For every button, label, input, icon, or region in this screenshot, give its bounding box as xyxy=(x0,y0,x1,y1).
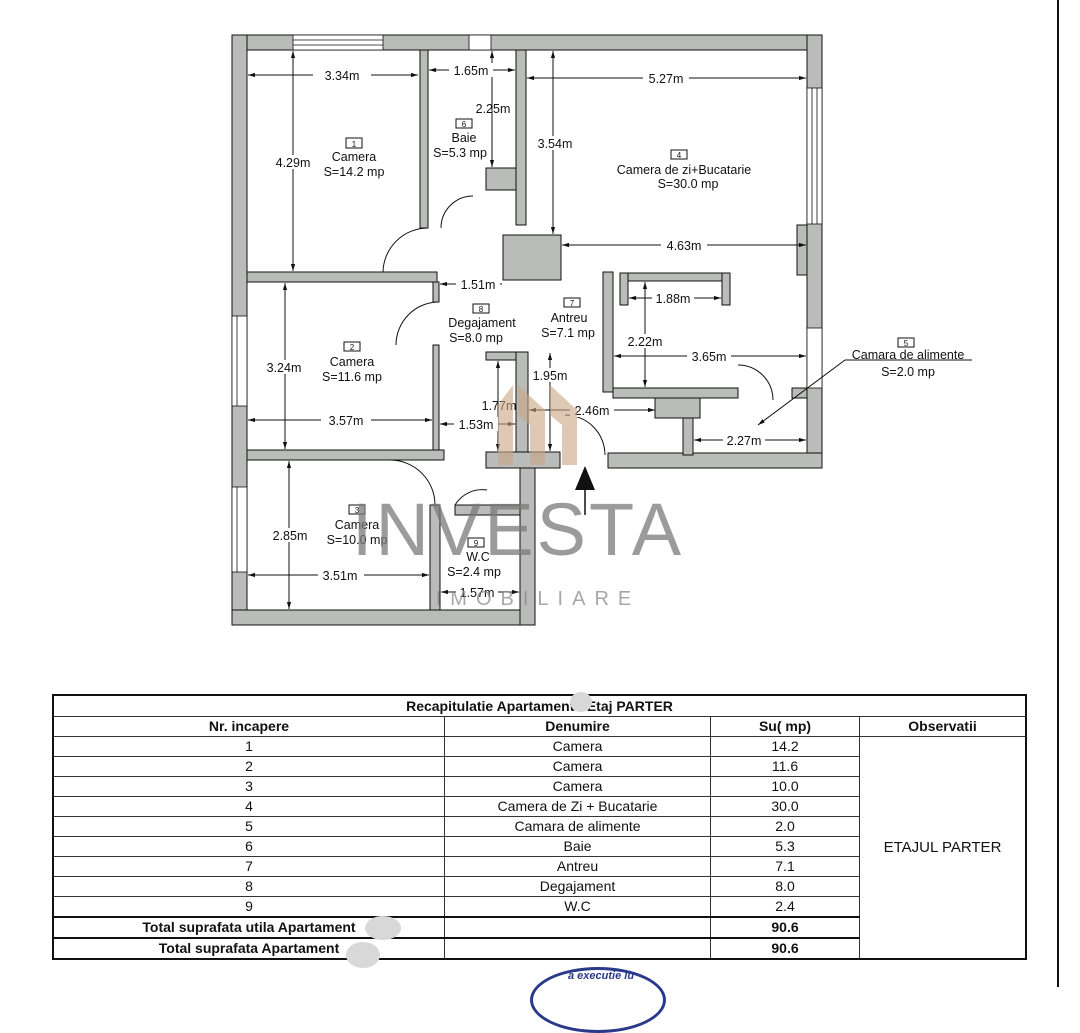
svg-text:4: 4 xyxy=(677,151,682,160)
dim-r1-height: 4.29m xyxy=(276,156,311,170)
room-4-area: S=30.0 mp xyxy=(658,177,719,191)
entrance-arrow-icon xyxy=(575,466,595,515)
page-edge-line xyxy=(1057,0,1059,987)
dim-r2-height: 3.24m xyxy=(267,361,302,375)
observatii-cell: ETAJUL PARTER xyxy=(859,736,1027,960)
header-observatii: Observatii xyxy=(859,716,1027,737)
room-1-name: Camera xyxy=(332,150,377,164)
room-7-area: S=7.1 mp xyxy=(541,326,595,340)
dim-kitchen-height: 2.22m xyxy=(628,335,663,349)
room-3-name: Camera xyxy=(335,518,380,532)
dim-kitchen-span: 3.65m xyxy=(692,350,727,364)
watermark-subtitle: IMOBILIARE xyxy=(436,588,640,610)
room-8-area: S=8.0 mp xyxy=(449,331,503,345)
svg-text:8: 8 xyxy=(479,305,484,314)
dimension-labels: 3.34m 4.29m 1.65m 2.25m 5.27m 3.54m 4.63… xyxy=(264,63,765,600)
redaction-blur xyxy=(346,942,380,968)
dim-r1-width: 3.34m xyxy=(325,69,360,83)
room-5-name: Camara de alimente xyxy=(852,348,965,362)
room-1-area: S=14.2 mp xyxy=(324,165,385,179)
room-8-name: Degajament xyxy=(448,316,516,330)
walls xyxy=(231,34,823,626)
dim-degaj-bottom: 1.53m xyxy=(459,418,494,432)
room-2-name: Camera xyxy=(330,355,375,369)
room-9-name: W.C xyxy=(466,550,490,564)
watermark-brand: INVESTA xyxy=(352,488,684,571)
svg-text:1: 1 xyxy=(352,140,357,149)
svg-text:7: 7 xyxy=(570,299,575,308)
windows xyxy=(231,34,823,573)
header-su: Su( mp) xyxy=(710,716,860,737)
floor-plan: 3.34m 4.29m 1.65m 2.25m 5.27m 3.54m 4.63… xyxy=(231,34,972,626)
stamp-text: a executie lu xyxy=(568,970,635,982)
room-4-name: Camera de zi+Bucatarie xyxy=(617,163,751,177)
dim-r6-width: 1.65m xyxy=(454,64,489,78)
room-9-area: S=2.4 mp xyxy=(447,565,501,579)
svg-text:9: 9 xyxy=(474,539,479,548)
svg-text:5: 5 xyxy=(904,339,909,348)
room-6-name: Baie xyxy=(451,131,476,145)
dim-r4-width: 5.27m xyxy=(649,72,684,86)
dim-antreu-height: 1.95m xyxy=(533,369,568,383)
table-title: Recapitulatie Apartament - Etaj PARTER xyxy=(52,694,1027,717)
svg-text:3: 3 xyxy=(355,506,360,515)
redaction-blur xyxy=(365,916,401,940)
dim-kitchen-width: 1.88m xyxy=(656,292,691,306)
dim-r6-height: 2.25m xyxy=(476,102,511,116)
room-2-area: S=11.6 mp xyxy=(322,370,382,384)
room-6-area: S=5.3 mp xyxy=(433,146,487,160)
dim-degaj-top: 1.51m xyxy=(461,278,496,292)
svg-text:2: 2 xyxy=(350,343,355,352)
dim-r4-height: 3.54m xyxy=(538,137,573,151)
header-nr: Nr. incapere xyxy=(52,716,445,737)
redaction-blur xyxy=(570,692,592,712)
dim-r3-height: 2.85m xyxy=(273,529,308,543)
room-3-area: S=10.0 mp xyxy=(327,533,388,547)
dim-r2-width: 3.57m xyxy=(329,414,364,428)
dim-antreu-width: 2.46m xyxy=(575,404,610,418)
watermark-logo-icon xyxy=(498,385,577,465)
recap-table: Recapitulatie Apartament - Etaj PARTER N… xyxy=(52,694,1027,960)
room-7-name: Antreu xyxy=(551,311,588,325)
dim-wc-width: 1.57m xyxy=(460,586,495,600)
dim-r4-width-lower: 4.63m xyxy=(667,239,702,253)
dim-r3-width: 3.51m xyxy=(323,569,358,583)
svg-text:6: 6 xyxy=(462,120,467,129)
header-denumire: Denumire xyxy=(444,716,711,737)
dim-pantry-width: 2.27m xyxy=(727,434,762,448)
room-5-area: S=2.0 mp xyxy=(881,365,935,379)
room-labels: 1 Camera S=14.2 mp 6 Baie S=5.3 mp 4 Cam… xyxy=(322,118,965,579)
